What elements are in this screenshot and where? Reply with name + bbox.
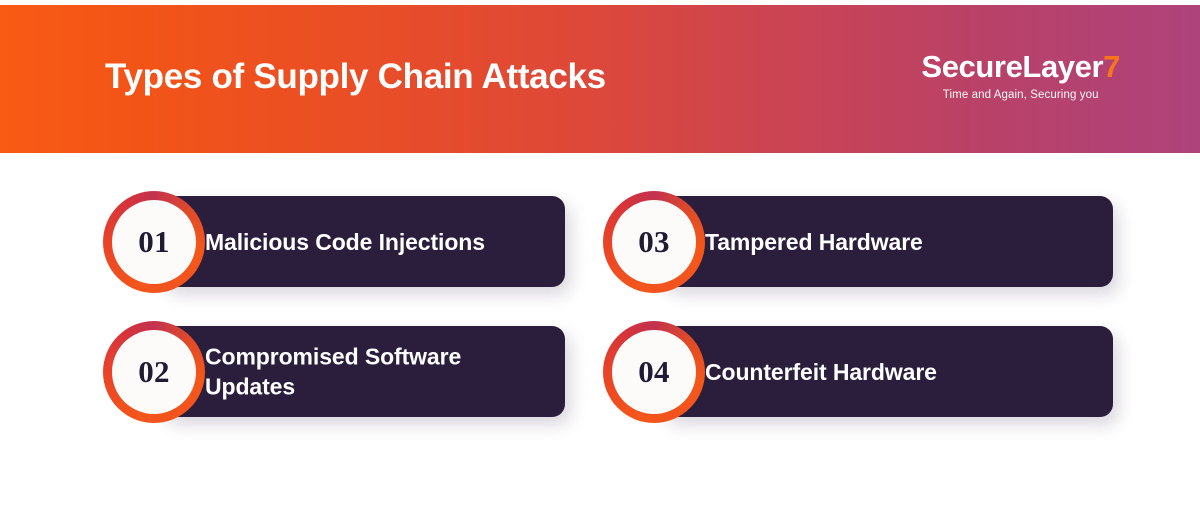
logo-tagline: Time and Again, Securing you: [942, 89, 1099, 101]
attack-type-card-01[interactable]: Malicious Code Injections 01: [103, 190, 565, 293]
attack-type-card-04[interactable]: Counterfeit Hardware 04: [603, 320, 1113, 423]
card-label: Malicious Code Injections: [205, 228, 485, 255]
badge-inner-circle: 01: [112, 199, 196, 284]
page-title: Types of Supply Chain Attacks: [105, 56, 606, 96]
header-banner: Types of Supply Chain Attacks SecureLaye…: [0, 5, 1200, 153]
card-label: Compromised Software Updates: [205, 343, 462, 400]
badge-inner-circle: 03: [612, 199, 696, 284]
badge-inner-circle: 04: [612, 329, 696, 414]
logo-accent-numeral: 7: [1103, 49, 1120, 84]
card-number-badge: 01: [103, 190, 205, 293]
card-label: Counterfeit Hardware: [705, 358, 937, 385]
badge-number: 02: [138, 353, 170, 389]
badge-number: 01: [138, 223, 170, 259]
card-label: Tampered Hardware: [705, 228, 923, 255]
badge-number: 03: [638, 223, 670, 259]
attack-type-card-03[interactable]: Tampered Hardware 03: [603, 190, 1113, 293]
attack-type-card-02[interactable]: Compromised Software Updates 02: [103, 320, 565, 423]
card-panel: [160, 326, 565, 417]
card-panel: [660, 326, 1113, 417]
card-number-badge: 04: [603, 320, 705, 423]
badge-number: 04: [638, 353, 670, 389]
badge-inner-circle: 02: [112, 329, 196, 414]
card-number-badge: 03: [603, 190, 705, 293]
attack-types-grid: Malicious Code Injections 01 Tampered Ha…: [0, 190, 1200, 456]
card-row-2: Compromised Software Updates 02 Counterf…: [0, 320, 1200, 456]
card-number-badge: 02: [103, 320, 205, 423]
card-panel: [160, 196, 565, 287]
brand-logo: SecureLayer7 Time and Again, Securing yo…: [921, 51, 1120, 107]
logo-wordmark: SecureLayer7: [921, 51, 1120, 82]
logo-name-text: SecureLayer: [921, 49, 1104, 84]
card-row-1: Malicious Code Injections 01 Tampered Ha…: [0, 190, 1200, 326]
card-panel: [660, 196, 1113, 287]
